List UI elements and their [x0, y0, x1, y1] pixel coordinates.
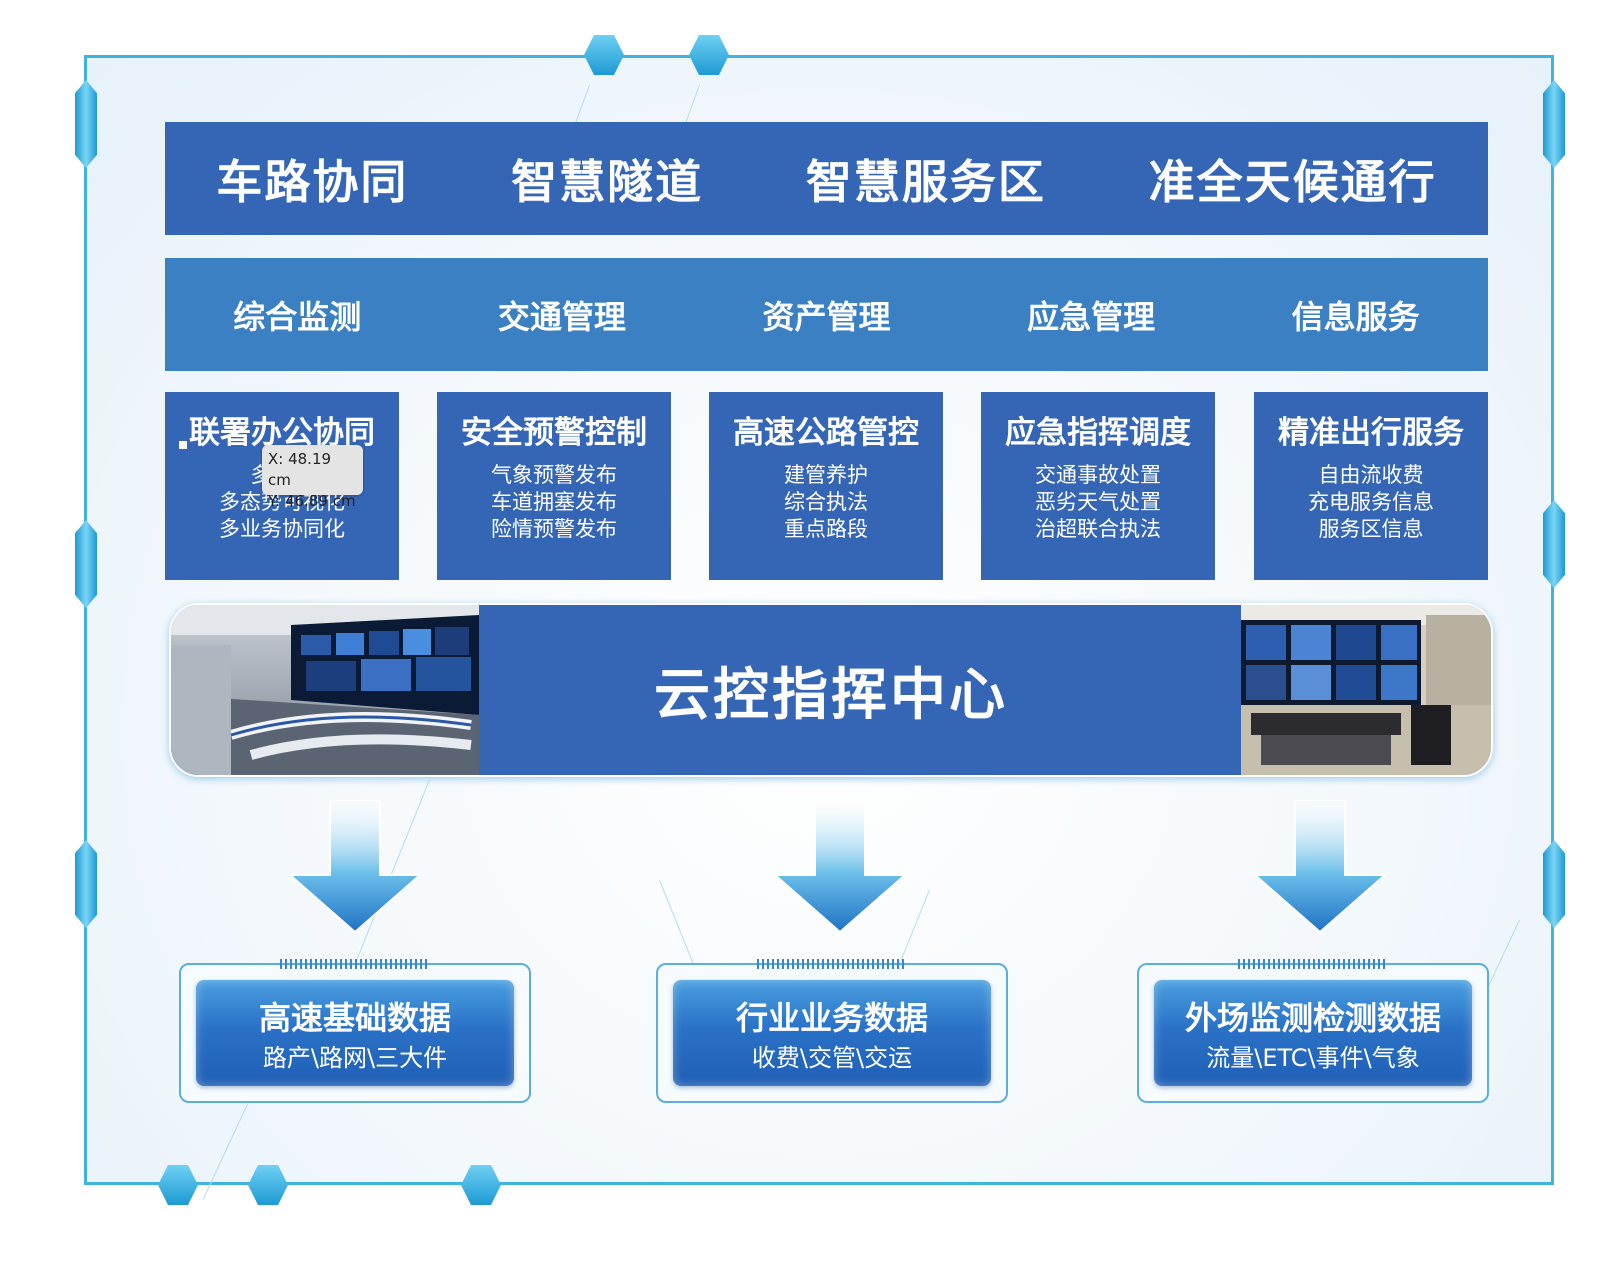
function-band: 综合监测 交通管理 资产管理 应急管理 信息服务 — [165, 258, 1488, 371]
box-ruler — [757, 959, 907, 969]
card-title: 高速公路管控 — [733, 415, 919, 451]
card-item: 重点路段 — [784, 517, 868, 541]
band2-item-emergency: 应急管理 — [1027, 297, 1156, 336]
band2-item-asset: 资产管理 — [762, 297, 891, 336]
box-ruler — [280, 959, 430, 969]
control-room-photo-left — [171, 605, 479, 775]
card-item: 服务区信息 — [1318, 517, 1424, 541]
down-arrow-right — [1252, 800, 1388, 934]
band1-item-tunnel: 智慧隧道 — [511, 154, 704, 209]
control-room-photo-right — [1241, 605, 1491, 775]
data-box-title: 外场监测检测数据 — [1184, 999, 1441, 1037]
data-box-field: 外场监测检测数据 流量\ETC\事件\气象 — [1137, 959, 1489, 1103]
card-highway: 高速公路管控 建管养护 综合执法 重点路段 — [709, 392, 943, 580]
band1-item-vehicle-road: 车路协同 — [216, 154, 409, 209]
coordinate-tooltip: X: 48.19 cm Y: 46.89 cm — [262, 445, 363, 510]
card-item: 车道拥塞发布 — [491, 490, 617, 514]
card-item: 综合执法 — [784, 490, 868, 514]
card-title: 应急指挥调度 — [1005, 415, 1191, 451]
tooltip-y: Y: 46.89 cm — [268, 492, 356, 510]
tooltip-x: X: 48.19 cm — [268, 450, 332, 489]
frame-bar-right-3 — [1543, 840, 1565, 928]
down-arrow-center — [772, 800, 908, 934]
data-box-subtitle: 收费\交管\交运 — [751, 1044, 913, 1072]
frame-hexagon-top-1 — [584, 35, 624, 75]
card-item: 多业务协同化 — [219, 517, 345, 541]
center-title: 云控指挥中心 — [654, 662, 1008, 728]
card-title: 精准出行服务 — [1278, 415, 1464, 451]
data-box-subtitle: 流量\ETC\事件\气象 — [1206, 1044, 1420, 1072]
card-item: 恶劣天气处置 — [1035, 490, 1161, 514]
data-box-industry: 行业业务数据 收费\交管\交运 — [656, 959, 1008, 1103]
card-item: 交通事故处置 — [1035, 463, 1161, 487]
band2-item-monitoring: 综合监测 — [233, 297, 362, 336]
card-item: 建管养护 — [784, 463, 868, 487]
data-box-inner: 外场监测检测数据 流量\ETC\事件\气象 — [1154, 980, 1472, 1086]
card-travel: 精准出行服务 自由流收费 充电服务信息 服务区信息 — [1254, 392, 1488, 580]
data-box-highway: 高速基础数据 路产\路网\三大件 — [179, 959, 531, 1103]
down-arrow-left — [287, 800, 423, 934]
frame-bar-left-2 — [75, 520, 97, 608]
band1-item-service-area: 智慧服务区 — [805, 154, 1046, 209]
frame-bar-right-2 — [1543, 500, 1565, 588]
application-band: 车路协同 智慧隧道 智慧服务区 准全天候通行 — [165, 122, 1488, 235]
card-emergency: 应急指挥调度 交通事故处置 恶劣天气处置 治超联合执法 — [981, 392, 1215, 580]
card-safety: 安全预警控制 气象预警发布 车道拥塞发布 险情预警发布 — [437, 392, 671, 580]
band1-item-all-weather: 准全天候通行 — [1148, 154, 1437, 209]
data-box-inner: 行业业务数据 收费\交管\交运 — [673, 980, 991, 1086]
cloud-control-center: 云控指挥中心 — [169, 603, 1493, 777]
card-item: 充电服务信息 — [1308, 490, 1434, 514]
cursor-marker — [179, 441, 187, 449]
data-box-inner: 高速基础数据 路产\路网\三大件 — [196, 980, 514, 1086]
frame-hexagon-top-2 — [689, 35, 729, 75]
data-box-title: 高速基础数据 — [258, 999, 451, 1037]
frame-bar-left-1 — [75, 80, 97, 168]
band2-item-info: 信息服务 — [1291, 297, 1420, 336]
card-item: 气象预警发布 — [491, 463, 617, 487]
card-item: 险情预警发布 — [491, 517, 617, 541]
card-item: 自由流收费 — [1318, 463, 1424, 487]
service-cards: 联署办公协同 多场景 多态势可视化 多业务协同化 安全预警控制 气象预警发布 车… — [165, 392, 1488, 580]
band2-item-traffic: 交通管理 — [497, 297, 626, 336]
card-item: 治超联合执法 — [1035, 517, 1161, 541]
frame-bar-left-3 — [75, 840, 97, 928]
box-ruler — [1238, 959, 1388, 969]
frame-bar-right-1 — [1543, 80, 1565, 168]
data-box-subtitle: 路产\路网\三大件 — [262, 1044, 448, 1072]
data-box-title: 行业业务数据 — [735, 999, 928, 1037]
card-title: 安全预警控制 — [461, 415, 647, 451]
